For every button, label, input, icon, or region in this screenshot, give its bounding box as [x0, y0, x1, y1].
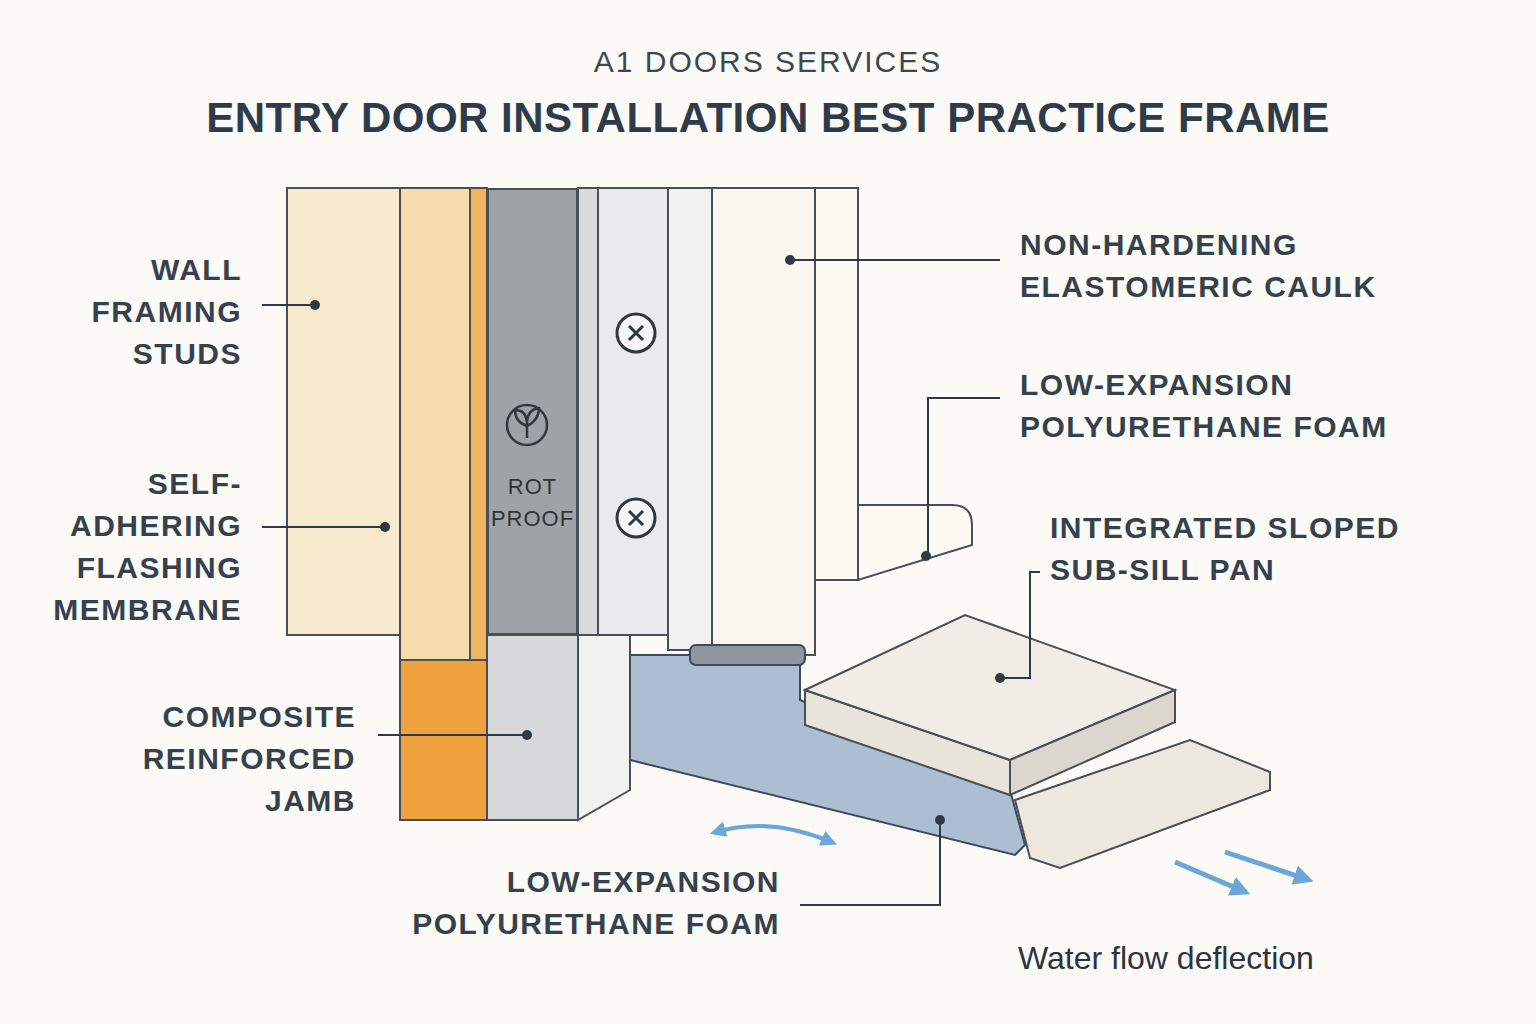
flashing-membrane	[470, 188, 487, 660]
callout-label: NON-HARDENING ELASTOMERIC CAULK	[1020, 224, 1400, 308]
brand-label: A1 DOORS SERVICES	[0, 42, 1536, 82]
rot-proof-jamb-strip: ROT PROOF	[487, 188, 578, 635]
leader-line	[262, 304, 315, 306]
callout-label: WALL FRAMING STUDS	[52, 249, 242, 375]
leader-dot	[785, 255, 795, 265]
water-arrow	[1175, 862, 1243, 891]
water-arrow	[1225, 852, 1306, 879]
leader-dot	[995, 673, 1005, 683]
leader-dot	[522, 730, 532, 740]
movement-arrow	[716, 826, 831, 842]
leader-line	[1000, 572, 1040, 678]
diagram-title: ENTRY DOOR INSTALLATION BEST PRACTICE FR…	[0, 92, 1536, 144]
callout-label: LOW-EXPANSION POLYURETHANE FOAM	[1020, 364, 1420, 448]
leader-dot	[935, 815, 945, 825]
leader-line	[800, 820, 940, 905]
screw-cross	[629, 326, 643, 340]
callout-label: LOW-EXPANSION POLYURETHANE FOAM	[380, 861, 780, 945]
leader-line	[790, 259, 1000, 261]
callout-label: SELF- ADHERING FLASHING MEMBRANE	[27, 463, 242, 631]
leader-line	[928, 398, 1000, 556]
callout-label: COMPOSITE REINFORCED JAMB	[116, 696, 356, 822]
screw-cross	[629, 511, 643, 525]
leader-line	[378, 734, 527, 736]
leader-dot	[380, 522, 390, 532]
eco-icon-leaf	[515, 408, 539, 438]
eco-icon-ring	[507, 405, 547, 445]
leader-line	[262, 526, 385, 528]
stud-side	[400, 188, 470, 660]
leader-dot	[310, 300, 320, 310]
jamb-face	[598, 188, 668, 635]
screw	[617, 499, 655, 537]
sill-side	[1010, 690, 1175, 795]
node-text: ROT PROOF	[489, 471, 576, 535]
flashing-membrane	[400, 660, 487, 820]
caulk-bead	[858, 505, 972, 580]
door-stop	[668, 188, 712, 650]
door-edge	[815, 188, 858, 580]
callout-label: INTEGRATED SLOPED SUB-SILL PAN	[1050, 507, 1450, 591]
threshold-gasket	[690, 645, 805, 665]
screw	[617, 314, 655, 352]
leader-dot	[921, 551, 931, 561]
stud-front	[287, 188, 400, 635]
door-panel	[712, 188, 815, 655]
jamb-strip	[578, 188, 598, 635]
composite-jamb	[487, 635, 578, 820]
jamb-base	[578, 635, 630, 820]
flow-note: Water flow deflection	[1018, 938, 1438, 978]
